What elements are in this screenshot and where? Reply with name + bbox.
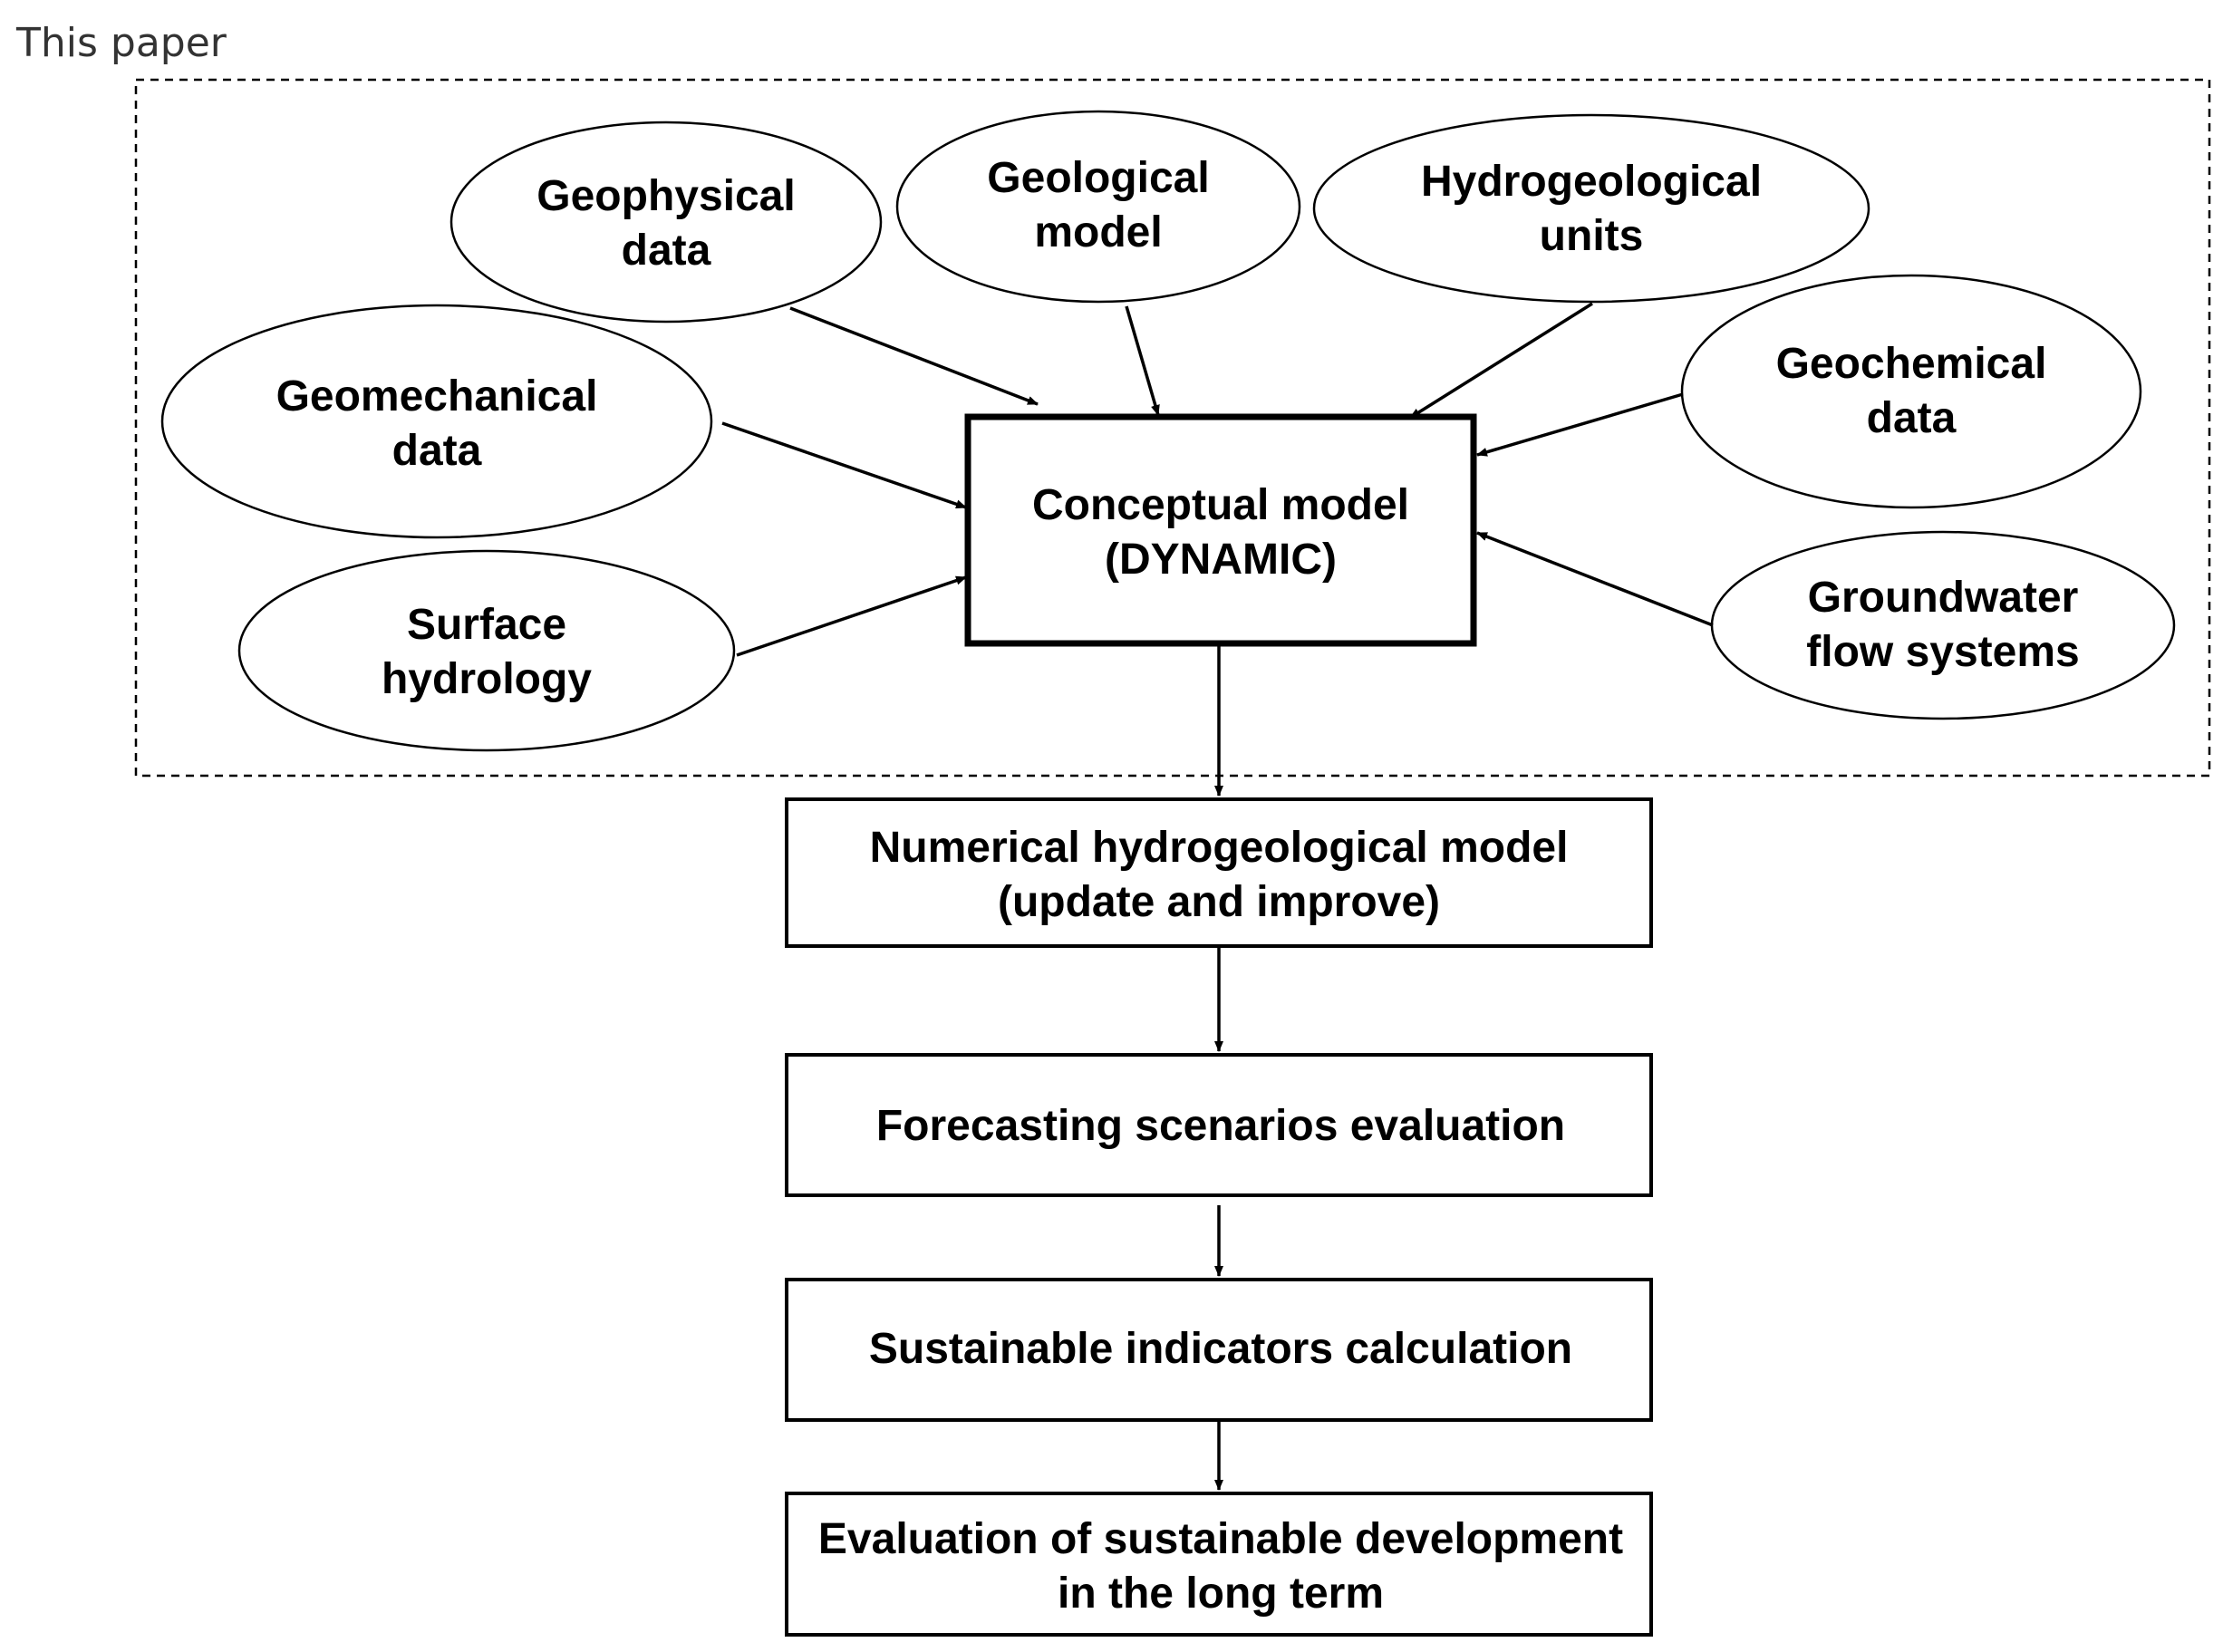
input-geomechanical-data: Geomechanical data [160,304,713,539]
hydrogeological-units-line-1: Hydrogeological [1421,158,1762,206]
this-paper-label: This paper [15,20,227,66]
step-numerical-model: Numerical hydrogeological model (update … [785,797,1653,948]
arrow-geochemical [1476,392,1684,457]
arrow-geophysical [789,306,1039,406]
numerical-model-line-2: (update and improve) [998,878,1440,926]
input-geochemical-data: Geochemical data [1680,274,2142,509]
step-indicators: Sustainable indicators calculation [785,1278,1653,1422]
evaluation-line-1: Evaluation of sustainable development [818,1515,1623,1563]
indicators-line-1: Sustainable indicators calculation [869,1325,1572,1373]
geomechanical-line-1: Geomechanical [276,372,598,420]
input-arrows [721,302,1714,657]
conceptual-model-box: Conceptual model (DYNAMIC) [964,413,1477,647]
geomechanical-line-2: data [392,427,482,475]
arrow-groundwater [1476,531,1714,627]
conceptual-model-line-1: Conceptual model [1032,481,1409,529]
geochemical-line-1: Geochemical [1776,340,2047,388]
input-surface-hydrology: Surface hydrology [237,549,736,752]
geophysical-line-2: data [622,227,711,275]
evaluation-line-2: in the long term [1058,1570,1384,1618]
conceptual-model-line-2: (DYNAMIC) [1105,536,1337,584]
step-evaluation: Evaluation of sustainable development in… [785,1492,1653,1637]
geological-line-1: Geological [987,154,1209,202]
arrow-hydrogeological-units [1409,302,1593,420]
geochemical-line-2: data [1867,394,1957,442]
surface-hydrology-line-2: hydrology [382,655,592,703]
groundwater-line-1: Groundwater [1808,574,2079,622]
step-forecasting: Forecasting scenarios evaluation [785,1053,1653,1197]
arrow-geomechanical [721,421,967,509]
geophysical-line-1: Geophysical [536,172,795,220]
groundwater-line-2: flow systems [1806,628,2079,676]
geological-line-2: model [1034,208,1162,256]
paper-scope-boundary [134,78,2211,778]
numerical-model-line-1: Numerical hydrogeological model [870,824,1569,872]
input-groundwater-flow-systems: Groundwater flow systems [1710,530,2176,720]
arrow-surface-hydrology [736,575,967,657]
input-geological-model: Geological model [895,110,1301,304]
hydrogeological-units-line-2: units [1540,212,1644,260]
input-geophysical-data: Geophysical data [449,121,883,324]
arrow-geological [1125,305,1160,416]
forecasting-line-1: Forecasting scenarios evaluation [876,1102,1565,1150]
surface-hydrology-line-1: Surface [407,601,566,649]
input-hydrogeological-units: Hydrogeological units [1312,113,1870,304]
